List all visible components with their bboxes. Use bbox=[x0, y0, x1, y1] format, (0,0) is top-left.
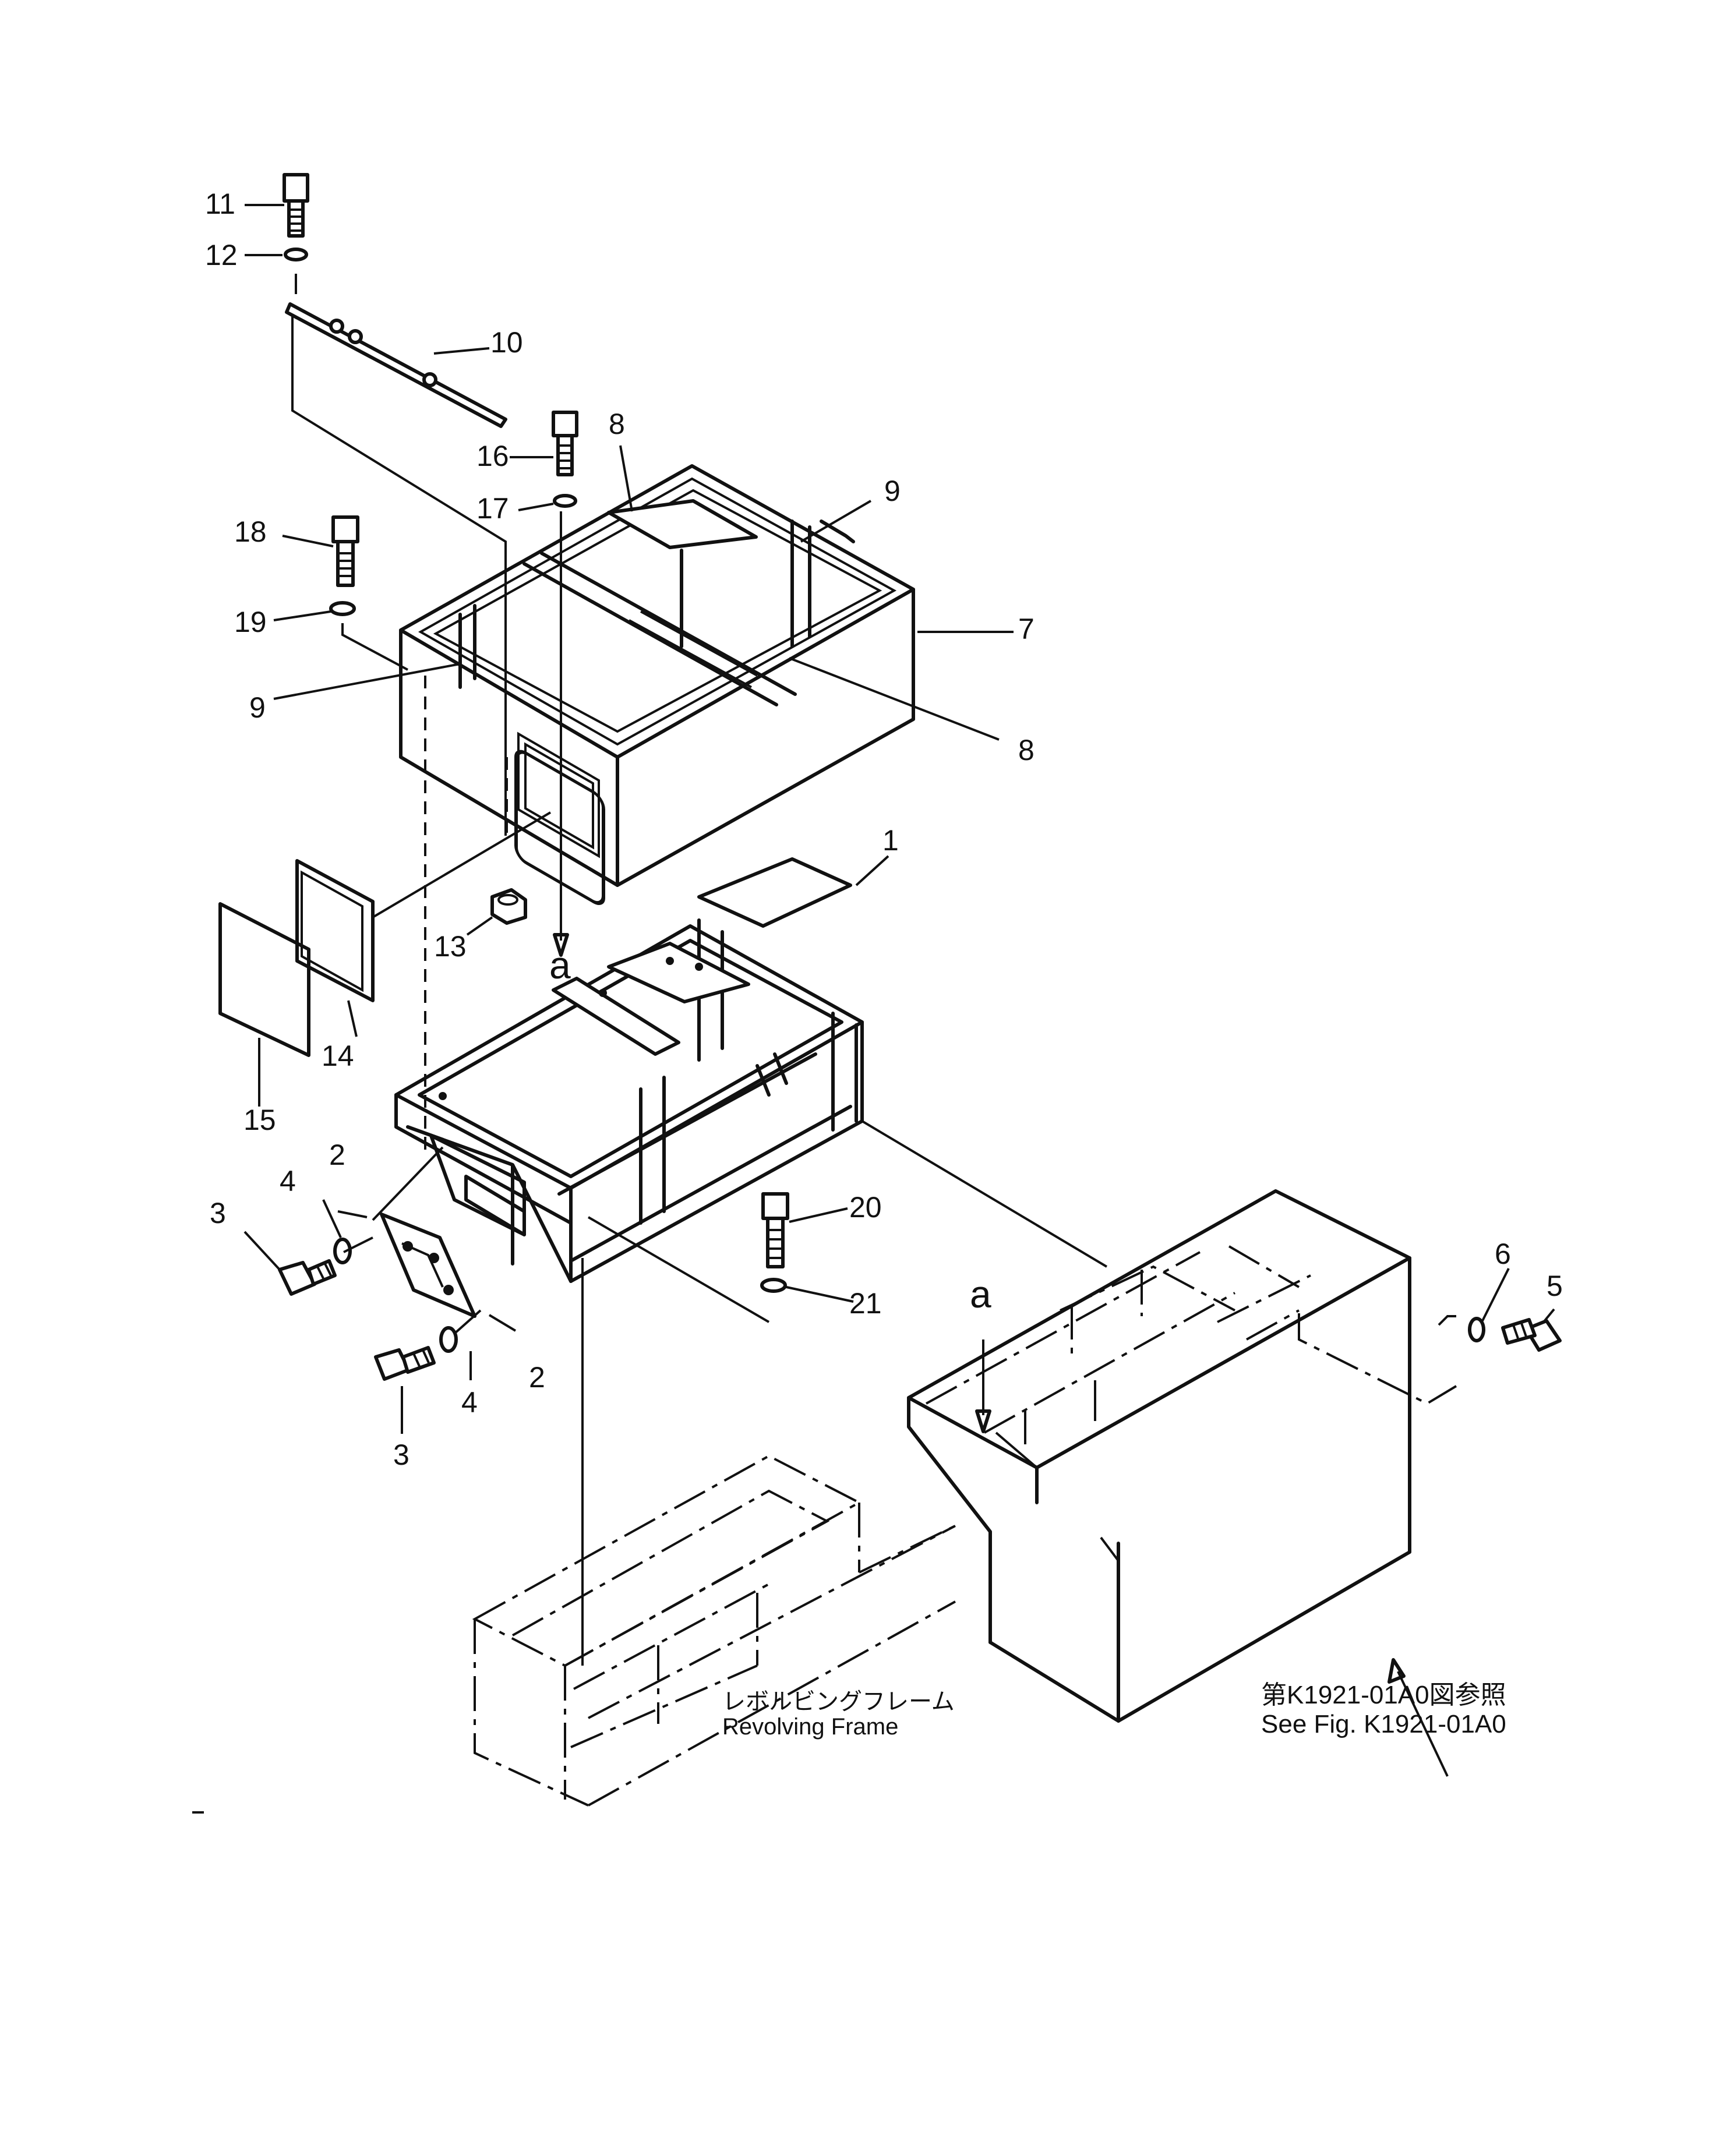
ref-letter-a-lower: a bbox=[970, 1273, 991, 1316]
callout-21: 21 bbox=[849, 1287, 882, 1320]
revolving-frame bbox=[472, 1454, 956, 1807]
callout-20: 20 bbox=[849, 1191, 882, 1224]
bolt-18 bbox=[331, 515, 359, 587]
glass-15 bbox=[218, 902, 310, 1057]
bracket-2 bbox=[380, 1213, 476, 1318]
callout-16: 16 bbox=[476, 440, 509, 472]
bolt-16 bbox=[552, 411, 578, 476]
seal-14 bbox=[295, 859, 375, 1002]
frame-1 bbox=[394, 857, 864, 1283]
upper-cover-7 bbox=[399, 464, 915, 905]
fig-k1921-unit bbox=[907, 1189, 1457, 1723]
label-see-fig-en: See Fig. K1921-01A0 bbox=[1261, 1710, 1506, 1738]
callout-11: 11 bbox=[205, 188, 235, 220]
bolt-3-lower bbox=[374, 1346, 436, 1381]
washer-17 bbox=[553, 494, 577, 508]
callout-9-right: 9 bbox=[884, 475, 901, 507]
plate-10 bbox=[285, 302, 507, 428]
callout-2-lower: 2 bbox=[529, 1361, 545, 1394]
callout-8-top: 8 bbox=[609, 408, 625, 440]
ref-letter-a-upper: a bbox=[549, 943, 571, 987]
callout-15: 15 bbox=[243, 1104, 276, 1136]
bolt-11 bbox=[283, 173, 309, 238]
callout-13: 13 bbox=[434, 930, 467, 963]
callout-12: 12 bbox=[205, 239, 238, 271]
label-revolving-frame-jp: レボルビングフレーム bbox=[722, 1689, 955, 1715]
bolt-20 bbox=[761, 1192, 789, 1268]
callout-4-upper: 4 bbox=[280, 1165, 296, 1197]
nut-13 bbox=[490, 888, 527, 925]
callout-7: 7 bbox=[1018, 613, 1035, 645]
washer-6 bbox=[1468, 1317, 1485, 1342]
bolt-3-upper bbox=[278, 1259, 337, 1296]
callout-10: 10 bbox=[490, 326, 523, 359]
washer-19 bbox=[329, 601, 356, 616]
callout-18: 18 bbox=[234, 515, 267, 548]
callout-1: 1 bbox=[882, 824, 899, 857]
callout-14: 14 bbox=[322, 1040, 354, 1072]
washer-21 bbox=[760, 1278, 787, 1293]
washer-4-upper bbox=[333, 1238, 352, 1264]
callout-2-upper: 2 bbox=[329, 1139, 345, 1171]
callout-5: 5 bbox=[1547, 1270, 1563, 1302]
callout-3-lower: 3 bbox=[393, 1438, 409, 1471]
callout-8-bottom: 8 bbox=[1018, 734, 1035, 766]
callout-19: 19 bbox=[234, 606, 267, 638]
label-see-fig-jp: 第K1921-01A0図参照 bbox=[1261, 1681, 1506, 1709]
label-revolving-frame-en: Revolving Frame bbox=[722, 1714, 898, 1740]
callout-6: 6 bbox=[1495, 1238, 1511, 1270]
callout-9-left: 9 bbox=[249, 691, 266, 724]
callout-4-lower: 4 bbox=[461, 1386, 478, 1419]
callout-17: 17 bbox=[476, 492, 509, 525]
washer-12 bbox=[284, 248, 308, 261]
callout-3-upper: 3 bbox=[210, 1197, 226, 1229]
bolt-5 bbox=[1501, 1318, 1562, 1352]
washer-4-lower bbox=[439, 1326, 458, 1353]
